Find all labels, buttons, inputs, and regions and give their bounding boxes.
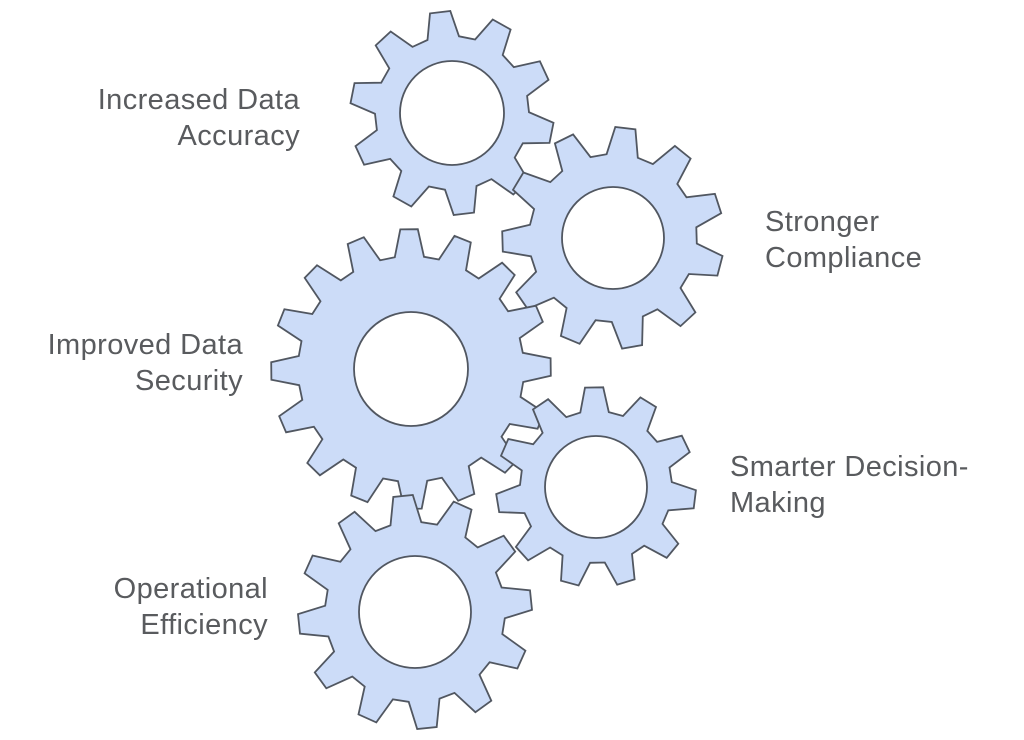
label-improved-data-security: Improved Data Security [48,327,243,399]
label-line: Compliance [765,242,923,274]
gear-smarter-decision-making-hole [544,435,648,539]
label-line: Making [730,487,826,519]
label-operational-efficiency: Operational Efficiency [114,571,268,643]
gear-stronger-compliance-hole [561,186,665,290]
label-line: Security [135,365,243,397]
label-smarter-decision-making: Smarter Decision- Making [730,449,969,521]
gear-operational-efficiency-hole [358,555,472,669]
label-line: Accuracy [177,120,300,152]
gear-improved-data-security-hole [353,311,469,427]
label-line: Improved Data [47,329,243,361]
label-line: Efficiency [140,609,268,641]
label-line: Operational [113,573,268,605]
label-line: Increased Data [97,84,300,116]
label-line: Stronger [765,206,880,238]
label-increased-data-accuracy: Increased Data Accuracy [98,82,300,154]
gear-increased-data-accuracy-hole [399,60,505,166]
label-stronger-compliance: Stronger Compliance [765,204,922,276]
label-line: Smarter Decision- [730,451,969,483]
